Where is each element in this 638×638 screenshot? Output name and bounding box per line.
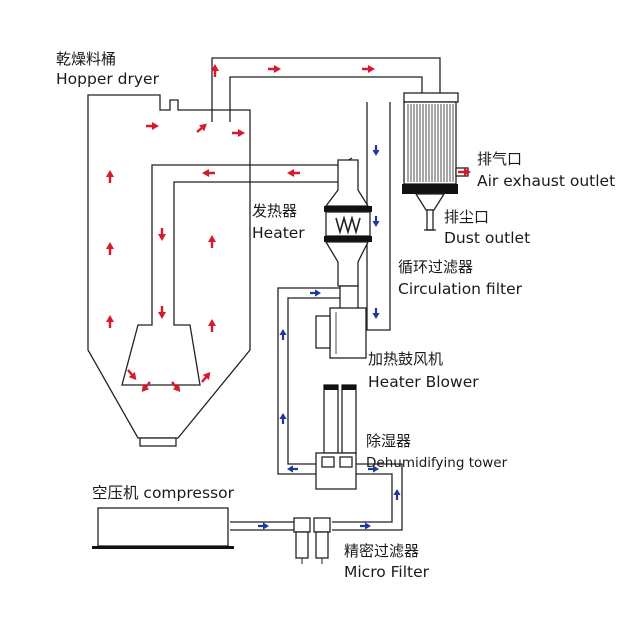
hopper-outlet (139, 437, 177, 447)
heater (324, 159, 372, 287)
micro-filter-bowl-left (295, 531, 309, 559)
piping (230, 102, 403, 531)
heater-label-en: Heater (252, 224, 305, 242)
dust-outlet-pipe (426, 209, 434, 231)
circulation-filter (402, 92, 471, 231)
micro-filter-label-zh: 精密过滤器 (344, 542, 419, 560)
hopper-dryer-body (87, 94, 251, 439)
heater-label-zh: 发热器 (252, 202, 297, 220)
circulation-filter-housing (403, 101, 457, 185)
circulation-filter-label-en: Circulation filter (398, 280, 523, 298)
desiccant-column-left (323, 384, 339, 454)
hopper-dryer-label-en: Hopper dryer (56, 70, 160, 88)
dehumidifying-tower-label-en: Dehumidifying tower (366, 455, 508, 471)
compressor-line (230, 463, 403, 531)
micro-filter-bowl-right (315, 531, 329, 559)
heater-lower-cone (324, 241, 370, 287)
heater-blower (315, 285, 367, 359)
air-exhaust-label-zh: 排气口 (477, 150, 522, 168)
dehumidifying-tower-label-zh: 除湿器 (366, 432, 411, 450)
circulation-filter-base (402, 184, 458, 194)
desiccant-column-right (341, 384, 357, 454)
compressor (92, 507, 234, 549)
heater-lower-flange (324, 236, 372, 242)
filter-element-lines (407, 104, 454, 182)
heater-coil-icon (335, 215, 361, 235)
blower-motor (315, 315, 331, 349)
micro-filter (293, 517, 331, 564)
dry-air-loop (277, 287, 340, 475)
labels: 乾燥料桶 Hopper dryer 排气口 Air exhaust outlet… (56, 50, 615, 581)
blower-neck (339, 285, 359, 311)
compressor-label: 空压机 compressor (92, 484, 235, 502)
dust-outlet-label-en: Dust outlet (444, 229, 530, 247)
hopper-dryer-label-zh: 乾燥料桶 (56, 50, 116, 68)
air-exhaust-label-en: Air exhaust outlet (477, 172, 615, 190)
heater-upper-flange (324, 206, 372, 212)
hopper-top-duct (211, 57, 441, 122)
circulation-filter-top-cap (403, 92, 459, 103)
heater-blower-label-en: Heater Blower (368, 373, 479, 391)
heater-upper-cone (324, 159, 370, 207)
circulation-filter-label-zh: 循环过滤器 (398, 258, 473, 276)
dust-outlet-label-zh: 排尘口 (444, 208, 489, 226)
dust-outlet-cone (414, 193, 446, 211)
dehumidifying-tower (315, 384, 357, 490)
blower-housing (329, 307, 367, 359)
compressor-body (97, 507, 229, 547)
heater-blower-label-zh: 加热鼓风机 (368, 350, 443, 368)
micro-filter-label-en: Micro Filter (344, 563, 430, 581)
